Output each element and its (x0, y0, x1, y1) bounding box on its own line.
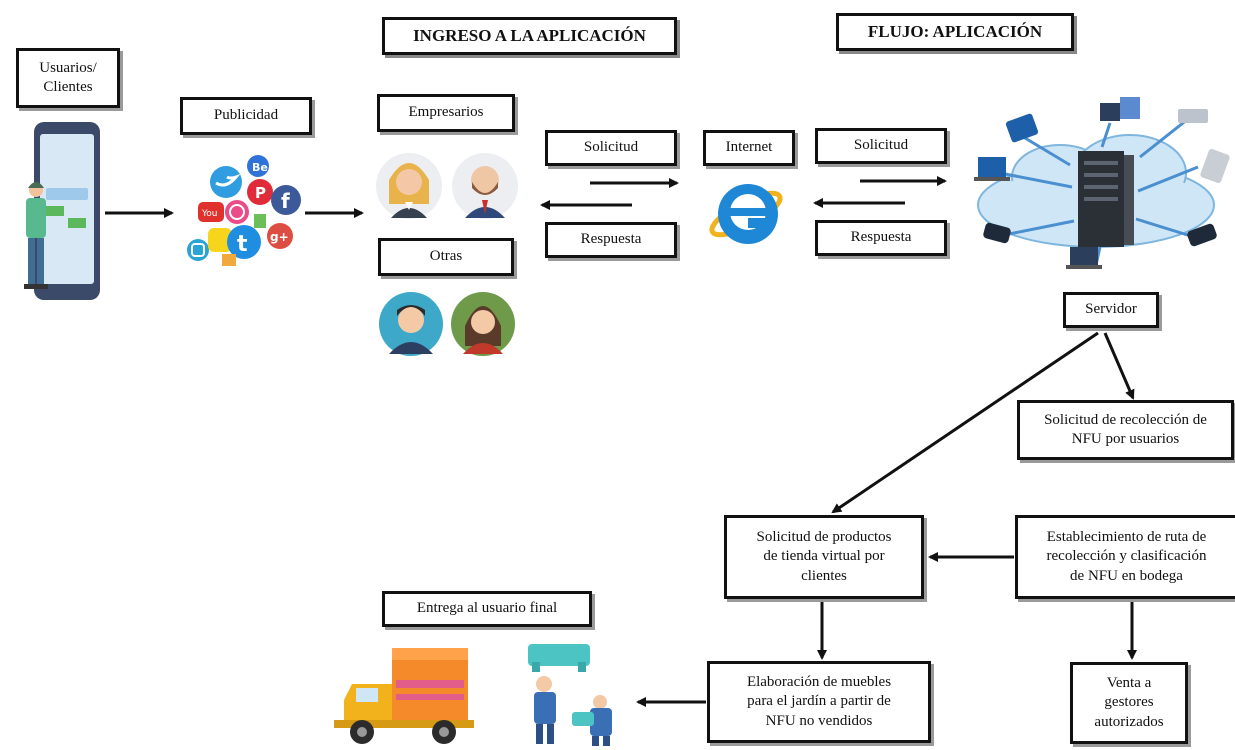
establecimiento-ruta-box: Establecimiento de ruta de recolección y… (1015, 515, 1235, 599)
respuesta-box-left: Respuesta (545, 222, 677, 258)
empresarios-box: Empresarios (377, 94, 515, 132)
instagram-icon (187, 239, 209, 261)
phone-right-icon (1187, 223, 1217, 247)
tablet-icon (1005, 113, 1039, 143)
tumblr-icon: t (227, 225, 261, 259)
arrow-servidor-to-recoleccion (1103, 332, 1135, 400)
otras-box: Otras (378, 238, 514, 276)
delivery-truck-icon (334, 648, 474, 744)
movers-with-furniture-icon (528, 644, 612, 746)
twitter-icon (210, 166, 242, 198)
server-rack-icon (1078, 151, 1134, 247)
smartphone-icon (983, 222, 1011, 244)
pinterest-icon: P (247, 179, 273, 205)
youtube-icon: You (198, 202, 224, 222)
internet-box: Internet (703, 130, 795, 166)
business-people-avatars (376, 153, 518, 219)
mobile-phone-icon (1200, 148, 1230, 184)
server-network-illustration (974, 97, 1230, 269)
solicitud-productos-box: Solicitud de productos de tienda virtual… (724, 515, 924, 599)
desktop-pc-icon (1100, 97, 1140, 121)
elaboracion-box: Elaboración de muebles para el jardín a … (707, 661, 931, 743)
svg-text:You: You (201, 209, 218, 219)
delivery-illustration (334, 644, 612, 746)
printer-icon (1178, 109, 1208, 123)
svg-text:P: P (255, 184, 266, 202)
man-avatar-icon (379, 292, 443, 356)
solicitud-recoleccion-box: Solicitud de recolección de NFU por usua… (1017, 400, 1234, 460)
arrow-servidor-to-productos (831, 331, 1099, 514)
laptop-icon (974, 157, 1010, 181)
servidor-box: Servidor (1063, 292, 1159, 328)
woman-avatar-icon (451, 292, 515, 356)
phone-user-illustration (24, 122, 100, 300)
respuesta-box-right: Respuesta (815, 220, 947, 256)
internet-explorer-icon (709, 184, 783, 244)
facebook-icon: f (271, 185, 301, 215)
google-plus-icon: g+ (267, 223, 293, 249)
venta-box: Venta a gestores autorizados (1070, 662, 1188, 744)
svg-text:f: f (281, 189, 290, 213)
usuarios-box: Usuarios/ Clientes (16, 48, 120, 108)
laptop-bottom-icon (1066, 247, 1102, 269)
solicitud-box-left: Solicitud (545, 130, 677, 166)
title-flujo: FLUJO: APLICACIÓN (836, 13, 1074, 51)
publicidad-box: Publicidad (180, 97, 312, 135)
behance-icon: Be (247, 155, 269, 177)
dribbble-icon (225, 200, 249, 224)
svg-text:Be: Be (252, 161, 268, 174)
businesswoman-avatar-icon (376, 153, 442, 219)
title-ingreso: INGRESO A LA APLICACIÓN (382, 17, 677, 55)
svg-text:g+: g+ (270, 230, 289, 244)
solicitud-box-right: Solicitud (815, 128, 947, 164)
other-people-avatars (379, 292, 515, 356)
social-media-icons-cluster: Be P f You t g+ (187, 155, 301, 266)
misc-icon (222, 214, 266, 266)
svg-text:t: t (237, 232, 248, 257)
entrega-box: Entrega al usuario final (382, 591, 592, 627)
snapchat-icon (208, 228, 232, 252)
businessman-avatar-icon (452, 153, 518, 219)
